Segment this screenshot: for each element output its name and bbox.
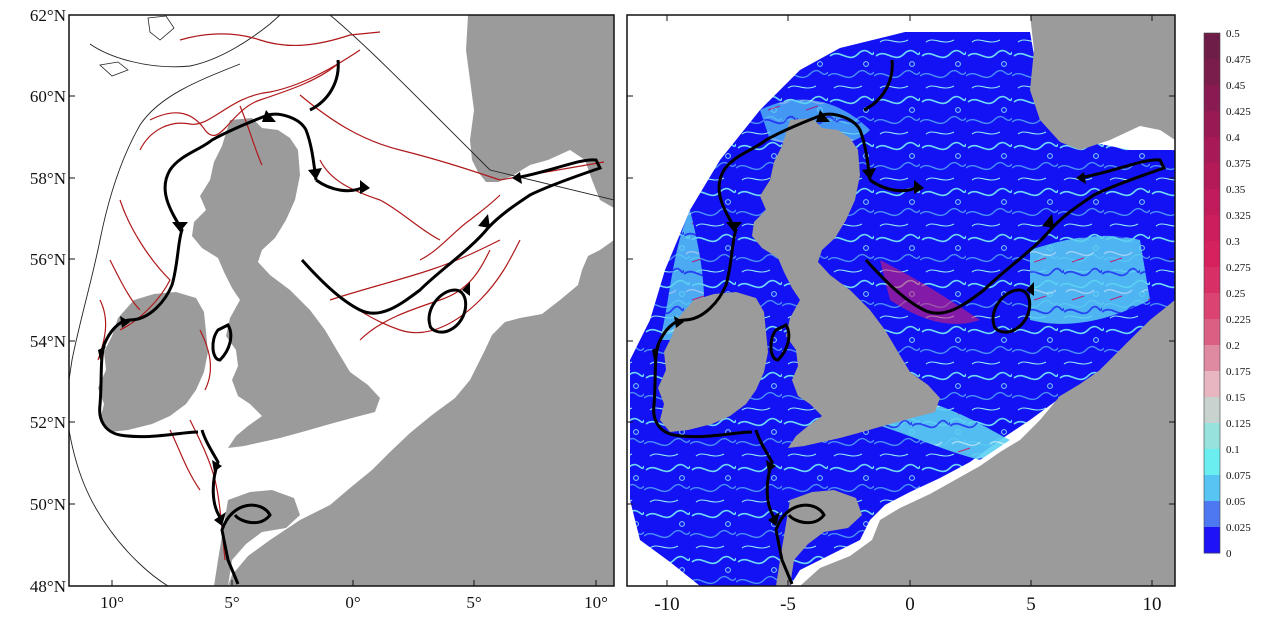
land-great-britain [192,118,380,448]
colorbar-label: 0.25 [1226,288,1246,300]
colorbar-swatch [1204,423,1220,450]
colorbar-swatch [1204,293,1220,320]
colorbar-swatch [1204,163,1220,190]
colorbar-label: 0.025 [1226,522,1251,534]
y-tick-58n: 58°N [30,169,66,188]
colorbar-label: 0 [1226,548,1232,560]
y-tick-52n: 52°N [30,413,66,432]
x-tick-0: 0° [345,593,360,612]
shelf-contour [69,15,614,586]
y-tick-56n: 56°N [30,250,66,269]
land-continent [228,240,614,586]
colorbar-label: 0.2 [1226,340,1240,352]
colorbar-label: 0.375 [1226,158,1251,170]
colorbar-label: 0.1 [1226,444,1240,456]
colorbar-label: 0.125 [1226,418,1251,430]
y-tick-62n: 62°N [30,6,66,25]
left-x-ticks [111,580,597,586]
colorbar-swatch [1204,215,1220,242]
y-tick-60n: 60°N [30,87,66,106]
left-y-ticks [69,14,75,587]
colorbar-frame [1203,32,1221,554]
left-y-tick-labels: 62°N 60°N 58°N 56°N 54°N 52°N 50°N 48°N [30,6,66,596]
colorbar-label: 0.325 [1226,210,1251,222]
colorbar-label: 0.05 [1226,496,1246,508]
land-ireland-right [658,292,768,432]
colorbar-label: 0.4 [1226,132,1240,144]
colorbar-swatch [1204,33,1220,60]
x-tick-0-right: 0 [905,594,915,615]
y-tick-54n: 54°N [30,332,66,351]
right-map-panel: -10 -5 0 5 10 [626,14,1176,615]
colorbar-swatch [1204,527,1220,554]
colorbar-swatch [1204,85,1220,112]
land-scandinavia-right [1030,15,1175,150]
colorbar-label: 0.475 [1226,54,1251,66]
y-tick-50n: 50°N [30,495,66,514]
land-great-britain-right [752,118,940,448]
x-tick-minus5: -5 [780,594,796,615]
colorbar-labels: 0.5 0.475 0.45 0.425 0.4 0.375 0.35 0.325 0.3 0.2… [1226,28,1251,560]
right-x-ticks [666,15,1153,586]
x-tick-10-right: 10 [1143,594,1162,615]
colorbar-label: 0.35 [1226,184,1246,196]
colorbar-label: 0.425 [1226,106,1251,118]
colorbar-swatch [1204,475,1220,502]
colorbar-label: 0.3 [1226,236,1240,248]
left-map-panel: 62°N 60°N 58°N 56°N 54°N 52°N 50°N 48°N … [30,6,615,612]
x-tick-5e: 5° [466,593,481,612]
colorbar-swatch [1204,189,1220,216]
land-continent-right [800,300,1175,586]
land-scandinavia [466,15,614,208]
x-tick-5-right: 5 [1026,594,1036,615]
mean-circulation-paths-right [652,59,1167,585]
colorbar-swatch [1204,59,1220,86]
colorbar-swatch [1204,449,1220,476]
colorbar-label: 0.15 [1226,392,1246,404]
x-tick-10w: 10° [100,593,124,612]
colorbar-swatches [1204,33,1220,554]
colorbar-swatch [1204,137,1220,164]
colorbar-swatch [1204,397,1220,424]
land-brittany-right [776,490,862,586]
colorbar-swatch [1204,319,1220,346]
x-tick-minus10: -10 [654,594,679,615]
colorbar-label: 0.275 [1226,262,1251,274]
x-tick-5w: 5° [224,593,239,612]
x-tick-10e: 10° [584,593,608,612]
land-brittany [214,490,300,586]
path-arrowheads-right [652,110,1086,526]
colorbar-label: 0.45 [1226,80,1246,92]
colorbar-swatch [1204,371,1220,398]
right-map-frame [626,14,1176,587]
path-arrowheads [98,110,522,526]
right-y-ticks [627,95,1175,505]
left-map-frame [68,14,615,587]
colorbar: 0.5 0.475 0.45 0.425 0.4 0.375 0.35 0.325 0.3 0.2… [1203,28,1251,560]
colorbar-swatch [1204,345,1220,372]
colorbar-swatch [1204,267,1220,294]
colorbar-label: 0.5 [1226,28,1240,40]
colorbar-label: 0.175 [1226,366,1251,378]
colorbar-swatch [1204,241,1220,268]
velocity-field [630,32,1175,586]
y-tick-48n: 48°N [30,577,66,596]
colorbar-label: 0.075 [1226,470,1251,482]
colorbar-label: 0.225 [1226,314,1251,326]
left-x-tick-labels: 10° 5° 0° 5° 10° [100,593,608,612]
right-x-tick-labels: -10 -5 0 5 10 [654,594,1161,615]
colorbar-swatch [1204,501,1220,528]
colorbar-swatch [1204,111,1220,138]
